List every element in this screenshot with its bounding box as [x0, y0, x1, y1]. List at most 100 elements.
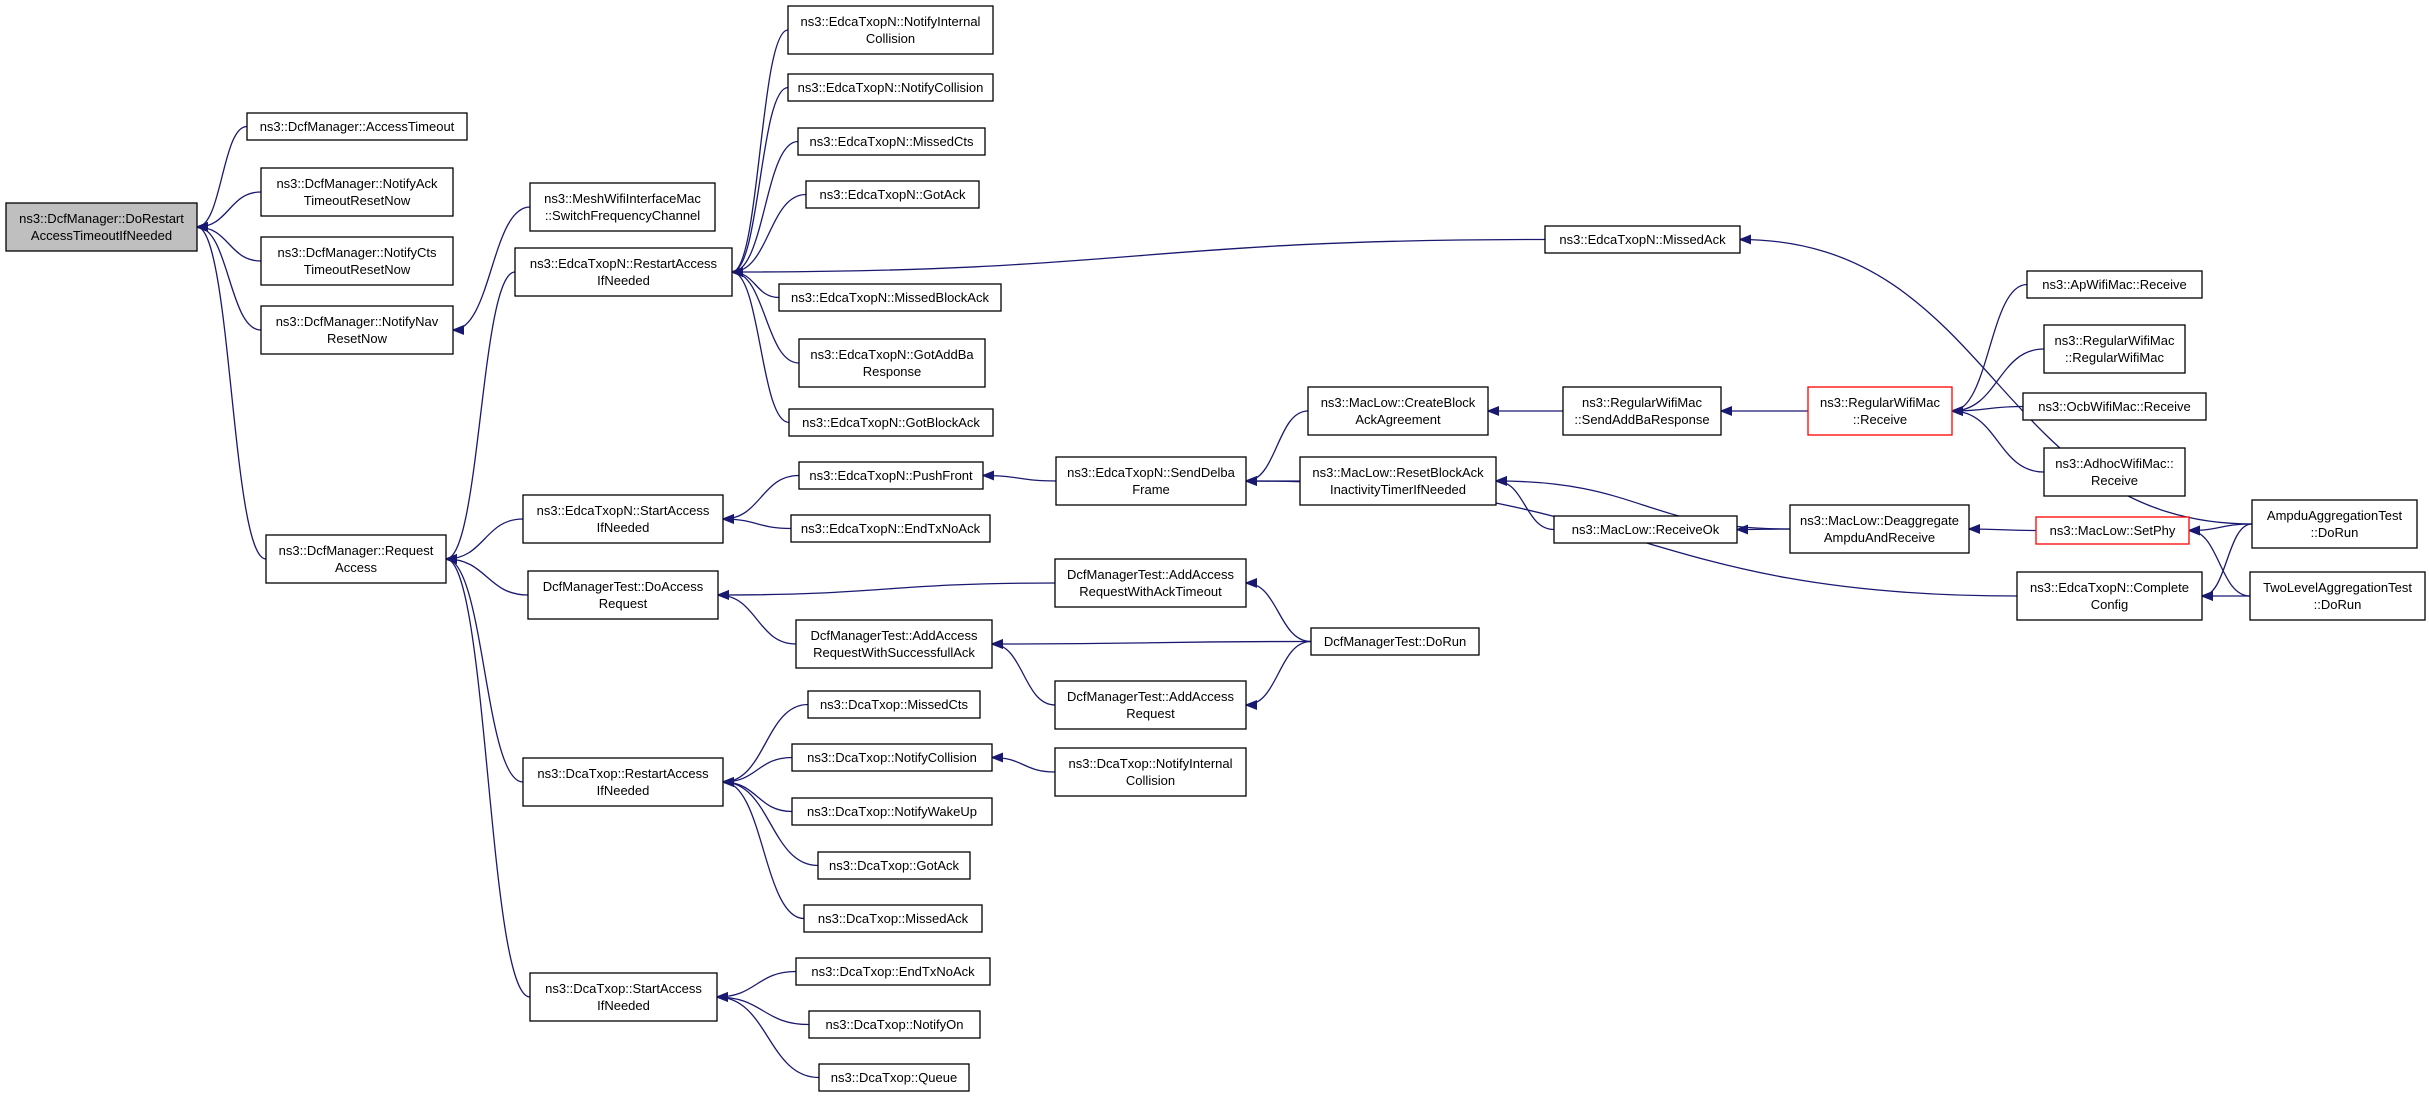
node-root[interactable]: ns3::DcfManager::DoRestartAccessTimeoutI…: [5, 202, 198, 252]
node-box: [2043, 447, 2186, 497]
node-box: [1054, 747, 1247, 797]
node-label: ns3::DcaTxop::GotAck: [829, 858, 960, 873]
node-box: [807, 690, 981, 719]
node-set-phy[interactable]: ns3::MacLow::SetPhy: [2035, 516, 2190, 545]
node-box: [798, 461, 984, 490]
node-dca-notify-collision[interactable]: ns3::DcaTxop::NotifyCollision: [791, 743, 993, 772]
node-reg-receive[interactable]: ns3::RegularWifiMac::Receive: [1807, 386, 1953, 436]
node-box: [1544, 225, 1741, 254]
node-ampdu-test[interactable]: AmpduAggregationTest::DoRun: [2251, 499, 2418, 549]
node-dca-notify-wake-up[interactable]: ns3::DcaTxop::NotifyWakeUp: [791, 797, 993, 826]
node-edca-push-front[interactable]: ns3::EdcaTxopN::PushFront: [798, 461, 984, 490]
node-label: ns3::MacLow::SetPhy: [2050, 523, 2176, 538]
node-box: [795, 957, 991, 986]
node-box: [1299, 456, 1497, 506]
node-label: ns3::EdcaTxopN::MissedCts: [809, 134, 974, 149]
node-box: [1055, 456, 1247, 506]
node-dca-got-ack[interactable]: ns3::DcaTxop::GotAck: [817, 851, 971, 880]
node-acc-timeout[interactable]: ns3::DcfManager::AccessTimeout: [246, 112, 468, 141]
node-dcf-test-do-run[interactable]: DcfManagerTest::DoRun: [1310, 627, 1480, 656]
node-two-level-test[interactable]: TwoLevelAggregationTest::DoRun: [2249, 571, 2426, 621]
node-reg-ctor[interactable]: ns3::RegularWifiMac::RegularWifiMac: [2043, 324, 2186, 374]
node-layer: ns3::DcfManager::DoRestartAccessTimeoutI…: [5, 5, 2426, 1092]
node-adhoc-receive[interactable]: ns3::AdhocWifiMac::Receive: [2043, 447, 2186, 497]
node-notify-cts[interactable]: ns3::DcfManager::NotifyCtsTimeoutResetNo…: [260, 236, 454, 286]
node-box: [260, 167, 454, 217]
node-edca-missed-block-ack[interactable]: ns3::EdcaTxopN::MissedBlockAck: [778, 283, 1002, 312]
edge-edca-missed-cts-to-edca-restart: [731, 140, 799, 273]
edge-create-block-to-edca-send-delba: [1245, 410, 1309, 481]
node-reset-block-ack[interactable]: ns3::MacLow::ResetBlockAckInactivityTime…: [1299, 456, 1497, 506]
node-label: DcfManagerTest::AddAccess: [811, 628, 978, 643]
node-send-add-ba[interactable]: ns3::RegularWifiMac::SendAddBaResponse: [1562, 386, 1722, 436]
node-box: [818, 1063, 970, 1092]
node-edca-missed-cts[interactable]: ns3::EdcaTxopN::MissedCts: [797, 127, 986, 156]
node-dca-missed-ack[interactable]: ns3::DcaTxop::MissedAck: [803, 904, 983, 933]
node-box: [795, 619, 993, 669]
node-label: DcfManagerTest::DoAccess: [543, 579, 704, 594]
node-label: Request: [1126, 706, 1175, 721]
edge-dca-missed-cts-to-dca-restart: [723, 703, 809, 783]
node-box: [788, 408, 994, 437]
node-label: ns3::EdcaTxopN::StartAccess: [537, 503, 710, 518]
node-edca-notify-collision[interactable]: ns3::EdcaTxopN::NotifyCollision: [787, 73, 994, 102]
node-ap-receive[interactable]: ns3::ApWifiMac::Receive: [2026, 270, 2203, 299]
node-box: [260, 305, 454, 355]
edge-dca-end-tx-to-dca-start: [717, 970, 797, 998]
node-add-ack-timeout[interactable]: DcfManagerTest::AddAccessRequestWithAckT…: [1054, 558, 1247, 608]
edge-add-ack-timeout-to-dcf-test-do-access: [718, 582, 1056, 595]
edge-dca-notify-wake-up-to-dca-restart: [723, 782, 793, 813]
node-edca-end-tx[interactable]: ns3::EdcaTxopN::EndTxNoAck: [790, 514, 991, 543]
node-ocb-receive[interactable]: ns3::OcbWifiMac::Receive: [2022, 392, 2207, 421]
edge-edca-end-tx-to-edca-start: [723, 519, 792, 530]
node-box: [1307, 386, 1489, 436]
node-label: Request: [599, 596, 648, 611]
node-edca-got-block-ack[interactable]: ns3::EdcaTxopN::GotBlockAck: [788, 408, 994, 437]
node-dca-end-tx[interactable]: ns3::DcaTxop::EndTxNoAck: [795, 957, 991, 986]
node-label: ns3::DcfManager::DoRestart: [19, 211, 184, 226]
node-receive-ok[interactable]: ns3::MacLow::ReceiveOk: [1553, 515, 1738, 544]
edge-req-access-to-root: [196, 227, 267, 560]
edge-layer: [196, 29, 2253, 1079]
node-label: ns3::EdcaTxopN::NotifyCollision: [798, 80, 984, 95]
node-dca-queue[interactable]: ns3::DcaTxop::Queue: [818, 1063, 970, 1092]
node-dca-notify-on[interactable]: ns3::DcaTxop::NotifyOn: [808, 1010, 981, 1039]
node-label: ns3::MacLow::Deaggregate: [1800, 513, 1959, 528]
node-add-success-ack[interactable]: DcfManagerTest::AddAccessRequestWithSucc…: [795, 619, 993, 669]
node-label: TimeoutResetNow: [304, 193, 411, 208]
node-label: AckAgreement: [1355, 412, 1441, 427]
node-label: ns3::DcaTxop::Queue: [831, 1070, 957, 1085]
node-label: ::Receive: [1853, 412, 1907, 427]
node-dca-missed-cts[interactable]: ns3::DcaTxop::MissedCts: [807, 690, 981, 719]
node-label: ns3::EdcaTxopN::SendDelba: [1067, 465, 1235, 480]
edge-dcf-test-do-run-to-add-ack-timeout: [1246, 583, 1312, 643]
node-edca-missed-ack[interactable]: ns3::EdcaTxopN::MissedAck: [1544, 225, 1741, 254]
node-edca-got-ack[interactable]: ns3::EdcaTxopN::GotAck: [805, 180, 980, 209]
node-label: ns3::RegularWifiMac: [1582, 395, 1702, 410]
node-box: [791, 743, 993, 772]
node-mesh-switch[interactable]: ns3::MeshWifiInterfaceMac::SwitchFrequen…: [529, 182, 716, 232]
node-notify-ack[interactable]: ns3::DcfManager::NotifyAckTimeoutResetNo…: [260, 167, 454, 217]
node-label: Frame: [1132, 482, 1170, 497]
node-label: ::SendAddBaResponse: [1574, 412, 1709, 427]
node-label: Access: [335, 560, 377, 575]
edge-dca-notify-on-to-dca-start: [717, 997, 810, 1026]
node-box: [529, 182, 716, 232]
node-label: Response: [863, 364, 922, 379]
node-label: TimeoutResetNow: [304, 262, 411, 277]
